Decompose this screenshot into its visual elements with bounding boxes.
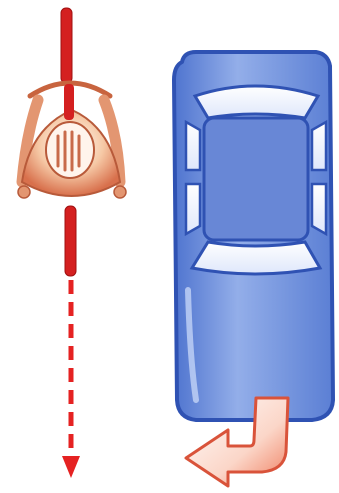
car-top-view-icon	[174, 52, 333, 420]
dashed-arrow-down-icon	[62, 280, 80, 478]
cyclist-top-view-icon	[18, 8, 126, 276]
